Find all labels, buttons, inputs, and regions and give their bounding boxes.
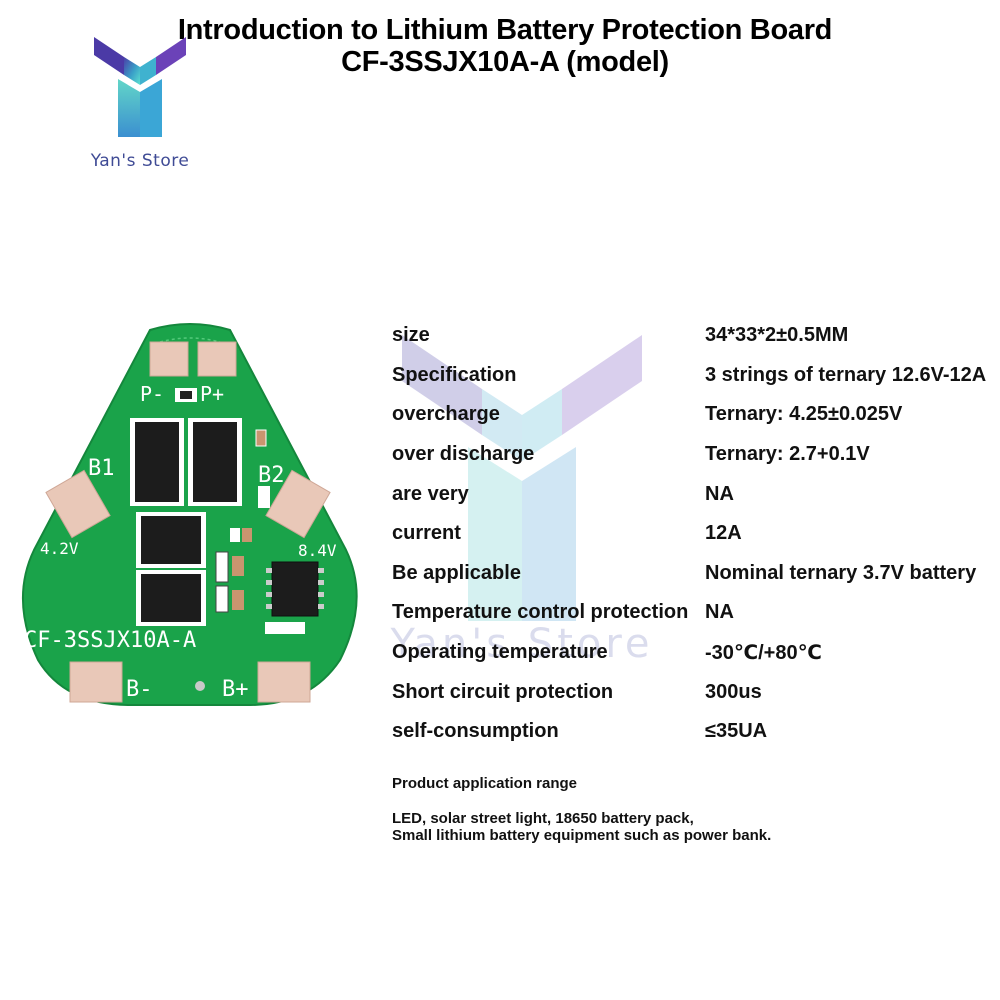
title-line-1: Introduction to Lithium Battery Protecti… <box>177 14 833 46</box>
pad-b2 <box>265 469 331 539</box>
spec-value: -30℃/+80℃ <box>705 642 822 665</box>
spec-row-over-discharge: over discharge Ternary: 2.7+0.1V <box>392 435 992 475</box>
spec-row-are-very: are very NA <box>392 474 992 514</box>
spec-row-specification: Specification 3 strings of ternary 12.6V… <box>392 356 992 396</box>
label-b1: B1 <box>88 456 115 481</box>
spec-row-current: current 12A <box>392 514 992 554</box>
spec-row-size: size 34*33*2±0.5MM <box>392 316 992 356</box>
spec-label: self-consumption <box>392 720 559 743</box>
application-line-2: Small lithium battery equipment such as … <box>392 827 772 844</box>
spec-value: Ternary: 4.25±0.025V <box>705 403 903 426</box>
label-8-4v: 8.4V <box>298 541 337 560</box>
spec-value: 34*33*2±0.5MM <box>705 324 849 347</box>
spec-label: size <box>392 324 430 347</box>
spec-row-short-circuit: Short circuit protection 300us <box>392 672 992 712</box>
spec-label: Short circuit protection <box>392 680 614 703</box>
label-p-minus: P- <box>140 382 164 406</box>
y-logo-icon <box>94 37 186 137</box>
label-b-minus: B- <box>126 677 153 702</box>
application-line-1: LED, solar street light, 18650 battery p… <box>392 810 694 827</box>
label-4-2v: 4.2V <box>40 539 79 558</box>
spec-label: over discharge <box>392 443 535 466</box>
spec-row-be-applicable: Be applicable Nominal ternary 3.7V batte… <box>392 554 992 594</box>
pad-b-minus <box>69 661 123 703</box>
spec-value: 12A <box>705 522 742 545</box>
store-logo: Yan's Store <box>70 35 210 175</box>
spec-label: current <box>392 522 461 545</box>
spec-value: NA <box>705 601 734 624</box>
spec-value: Ternary: 2.7+0.1V <box>705 443 870 466</box>
spec-row-overcharge: overcharge Ternary: 4.25±0.025V <box>392 395 992 435</box>
spec-value: NA <box>705 482 734 505</box>
spec-label: Temperature control protection <box>392 601 689 624</box>
protection-board-image: P- P+ B1 B2 4.2V 8.4V CF-3SSJX10A-A B- B… <box>21 323 358 706</box>
store-logo-text: Yan's Store <box>90 151 190 171</box>
spec-label: overcharge <box>392 403 500 426</box>
spec-row-self-consumption: self-consumption ≤35UA <box>392 712 992 752</box>
title-line-2: CF-3SSJX10A-A (model) <box>341 46 669 78</box>
spec-value: 3 strings of ternary 12.6V-12A <box>705 363 987 386</box>
application-range: Product application range LED, solar str… <box>392 775 972 844</box>
pad-p-minus <box>149 341 189 377</box>
label-b-plus: B+ <box>222 677 249 702</box>
spec-value: Nominal ternary 3.7V battery <box>705 561 977 584</box>
pad-b1 <box>45 469 111 539</box>
application-heading: Product application range <box>392 775 578 792</box>
spec-value: ≤35UA <box>705 720 768 743</box>
label-b2: B2 <box>258 463 285 488</box>
spec-table: size 34*33*2±0.5MM Specification 3 strin… <box>392 316 992 752</box>
pad-b-plus <box>257 661 311 703</box>
spec-value: 300us <box>705 680 762 703</box>
spec-row-operating-temperature: Operating temperature -30℃/+80℃ <box>392 633 992 673</box>
label-p-plus: P+ <box>200 382 224 406</box>
control-ic-chip <box>271 561 319 617</box>
label-model: CF-3SSJX10A-A <box>24 628 196 653</box>
spec-label: Be applicable <box>392 561 521 584</box>
page-title: Introduction to Lithium Battery Protecti… <box>0 14 1000 78</box>
spec-label: are very <box>392 482 469 505</box>
spec-label: Specification <box>392 363 517 386</box>
spec-label: Operating temperature <box>392 641 608 664</box>
pad-p-plus <box>197 341 237 377</box>
spec-row-temperature-control: Temperature control protection NA <box>392 593 992 633</box>
